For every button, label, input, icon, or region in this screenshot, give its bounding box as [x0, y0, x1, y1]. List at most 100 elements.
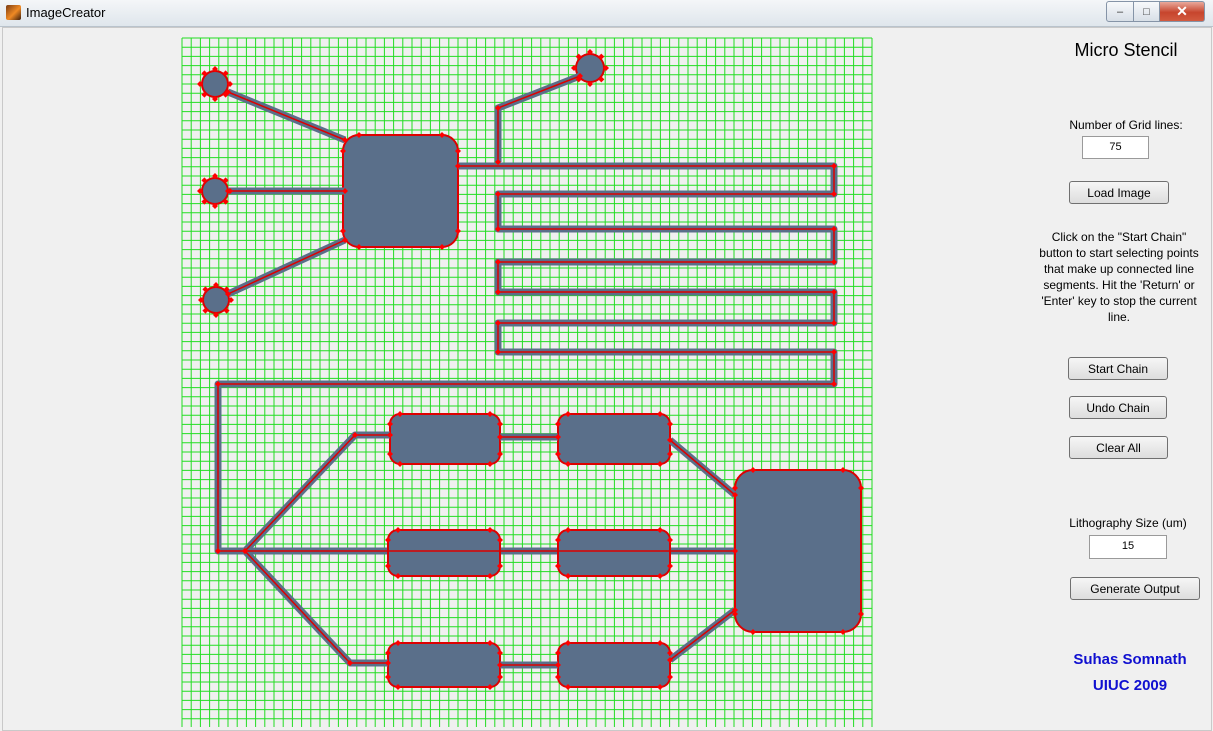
chain-point-marker [667, 451, 673, 457]
chain-point-marker [222, 198, 229, 205]
instructions-text: Click on the "Start Chain" button to sta… [1039, 230, 1199, 324]
chain-point-marker [565, 527, 571, 533]
load-image-button[interactable]: Load Image [1069, 181, 1169, 204]
chain-point-marker [495, 191, 501, 197]
chain-point-marker [577, 73, 583, 79]
chain-point-marker [222, 70, 229, 77]
chain-point-marker [197, 81, 203, 87]
title-bar: ImageCreator – □ ✕ [0, 0, 1213, 27]
chain-point-marker [213, 282, 219, 288]
chain-point-marker [667, 657, 673, 663]
chamber-row3-left [387, 642, 501, 688]
generate-output-button[interactable]: Generate Output [1070, 577, 1200, 600]
chain-point-marker [497, 434, 503, 440]
chain-point-marker [555, 537, 561, 543]
affiliation-credit: UIUC 2009 [1092, 677, 1168, 694]
chain-point-marker [487, 573, 493, 579]
maximize-button[interactable]: □ [1134, 1, 1160, 22]
chain-point-marker [201, 198, 208, 205]
inlet-port-bottom [202, 286, 230, 314]
chain-point-marker [387, 421, 393, 427]
chain-point-marker [387, 432, 393, 438]
merge-lower-chain [669, 609, 736, 661]
chain-point-marker [487, 527, 493, 533]
chain-point-marker [495, 226, 501, 232]
branch-lower-chain [244, 550, 388, 664]
chain-point-marker [555, 451, 561, 457]
chain-point-marker [858, 611, 864, 617]
chain-point-marker [202, 307, 209, 314]
chain-point-marker [831, 163, 837, 169]
chain-point-marker [840, 467, 846, 473]
panel-title: Micro Stencil [1074, 40, 1178, 60]
chain-point-marker [439, 244, 445, 250]
chain-point-marker [356, 244, 362, 250]
chain-point-marker [222, 177, 229, 184]
litho-size-input[interactable]: 15 [1089, 535, 1167, 559]
chain-point-marker [212, 173, 218, 179]
chain-point-marker [831, 320, 837, 326]
chain-point-marker [575, 53, 582, 60]
chain-point-marker [667, 563, 673, 569]
author-credit: Suhas Somnath [1073, 651, 1187, 668]
chain-point-marker [565, 640, 571, 646]
clear-all-button[interactable]: Clear All [1069, 436, 1168, 459]
chain-point-marker [497, 451, 503, 457]
chamber-row2-right [557, 529, 671, 577]
chain-point-marker [340, 228, 346, 234]
chain-point-marker [657, 411, 663, 417]
minimize-button[interactable]: – [1106, 1, 1134, 22]
chain-point-marker [495, 349, 501, 355]
chain-point-marker [356, 132, 362, 138]
chain-point-marker [750, 629, 756, 635]
chain-point-marker [657, 461, 663, 467]
chain-point-marker [732, 548, 738, 554]
chain-point-marker [587, 81, 593, 87]
chain-point-marker [385, 537, 391, 543]
chain-point-marker [495, 289, 501, 295]
chain-point-marker [555, 563, 561, 569]
chain-point-marker [497, 537, 503, 543]
chain-point-marker [385, 650, 391, 656]
figure-client-area [2, 27, 1212, 731]
chain-point-marker [858, 485, 864, 491]
chain-point-marker [342, 237, 348, 243]
chain-point-marker [347, 660, 353, 666]
chain-point-marker [385, 660, 391, 666]
grid-lines-input[interactable]: 75 [1082, 136, 1149, 159]
chain-point-marker [598, 76, 605, 83]
chain-point-marker [202, 286, 209, 293]
chain-point-marker [555, 434, 561, 440]
chain-point-marker [667, 421, 673, 427]
chain-point-marker [385, 563, 391, 569]
chain-point-marker [495, 259, 501, 265]
matlab-icon [6, 5, 21, 20]
chain-point-marker [555, 662, 561, 668]
chain-point-marker [487, 411, 493, 417]
chain-point-marker [212, 66, 218, 72]
close-button[interactable]: ✕ [1160, 1, 1205, 22]
merge-upper-chain [669, 439, 736, 496]
chain-point-marker [213, 312, 219, 318]
chain-point-marker [667, 537, 673, 543]
chain-point-marker [223, 286, 230, 293]
chain-point-marker [215, 381, 221, 387]
chain-point-marker [657, 573, 663, 579]
chain-point-marker [497, 662, 503, 668]
chain-point-marker [395, 640, 401, 646]
undo-chain-button[interactable]: Undo Chain [1069, 396, 1167, 419]
chain-point-marker [242, 548, 248, 554]
chain-point-marker [565, 411, 571, 417]
mixing-chamber [342, 134, 459, 248]
inlet-port-middle [201, 177, 229, 205]
chain-point-marker [667, 674, 673, 680]
chain-point-marker [555, 650, 561, 656]
chain-point-marker [495, 320, 501, 326]
chain-point-marker [387, 451, 393, 457]
chain-point-marker [225, 291, 231, 297]
start-chain-button[interactable]: Start Chain [1068, 357, 1168, 380]
chain-point-markers [197, 49, 864, 690]
chain-point-marker [198, 297, 204, 303]
chain-point-marker [487, 461, 493, 467]
